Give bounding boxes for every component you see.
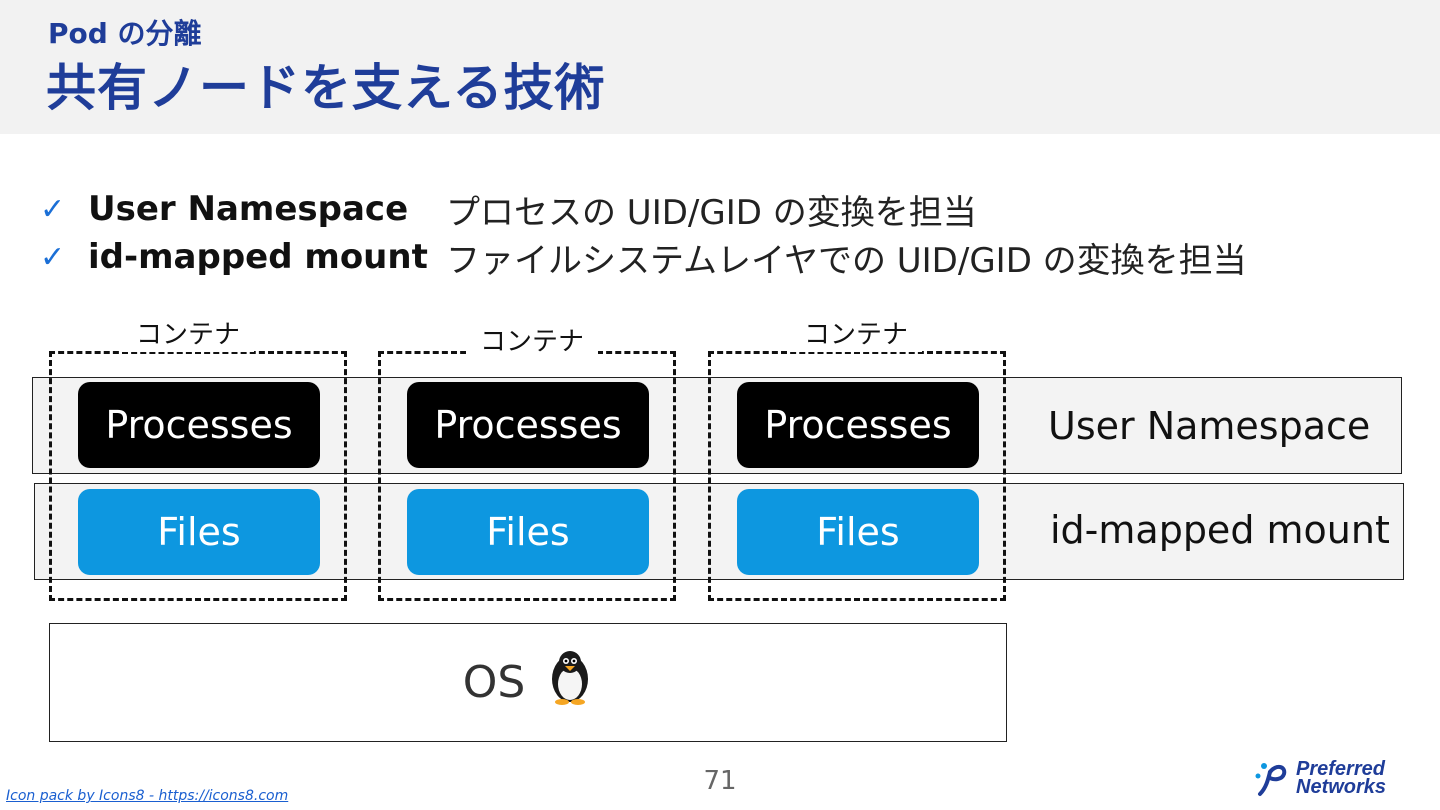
container-label: コンテナ bbox=[790, 318, 923, 352]
page-number: 71 bbox=[703, 766, 737, 796]
container-boundary bbox=[49, 351, 347, 601]
logo-text-line2: Networks bbox=[1296, 776, 1387, 798]
files-block: Files bbox=[737, 489, 979, 575]
id-mapped-mount-label: id-mapped mount bbox=[1050, 508, 1390, 552]
files-block: Files bbox=[407, 489, 649, 575]
check-icon: ✓ bbox=[40, 191, 66, 227]
os-layer: OS bbox=[49, 623, 1007, 742]
files-block: Files bbox=[78, 489, 320, 575]
bullet-term: id-mapped mount bbox=[88, 237, 428, 277]
user-namespace-label: User Namespace bbox=[1048, 404, 1371, 448]
bullet-id-mapped-mount: ✓ id-mapped mount ファイルシステムレイヤでの UID/GID … bbox=[40, 234, 1247, 281]
processes-block: Processes bbox=[407, 382, 649, 468]
container-label: コンテナ bbox=[122, 318, 255, 352]
logo-mark-icon bbox=[1255, 763, 1287, 796]
bullet-user-namespace: ✓ User Namespace プロセスの UID/GID の変換を担当 bbox=[40, 186, 977, 233]
check-icon: ✓ bbox=[40, 239, 66, 275]
slide-title: 共有ノードを支える技術 bbox=[46, 59, 606, 117]
company-logo: Preferred Networks bbox=[1254, 756, 1424, 800]
processes-block: Processes bbox=[737, 382, 979, 468]
container-label: コンテナ bbox=[466, 325, 599, 359]
os-label: OS bbox=[462, 657, 526, 708]
icons8-credit-link[interactable]: Icon pack by Icons8 - https://icons8.com bbox=[6, 788, 289, 804]
container-boundary bbox=[708, 351, 1006, 601]
processes-block: Processes bbox=[78, 382, 320, 468]
slide-header: Pod の分離 共有ノードを支える技術 bbox=[0, 0, 1440, 134]
bullet-description: ファイルシステムレイヤでの UID/GID の変換を担当 bbox=[446, 240, 1247, 281]
slide-subtitle: Pod の分離 bbox=[48, 17, 202, 50]
bullet-term: User Namespace bbox=[88, 189, 409, 229]
penguin-icon bbox=[547, 649, 593, 716]
bullet-description: プロセスの UID/GID の変換を担当 bbox=[446, 192, 977, 233]
logo-text-line1: Preferred bbox=[1296, 758, 1385, 780]
